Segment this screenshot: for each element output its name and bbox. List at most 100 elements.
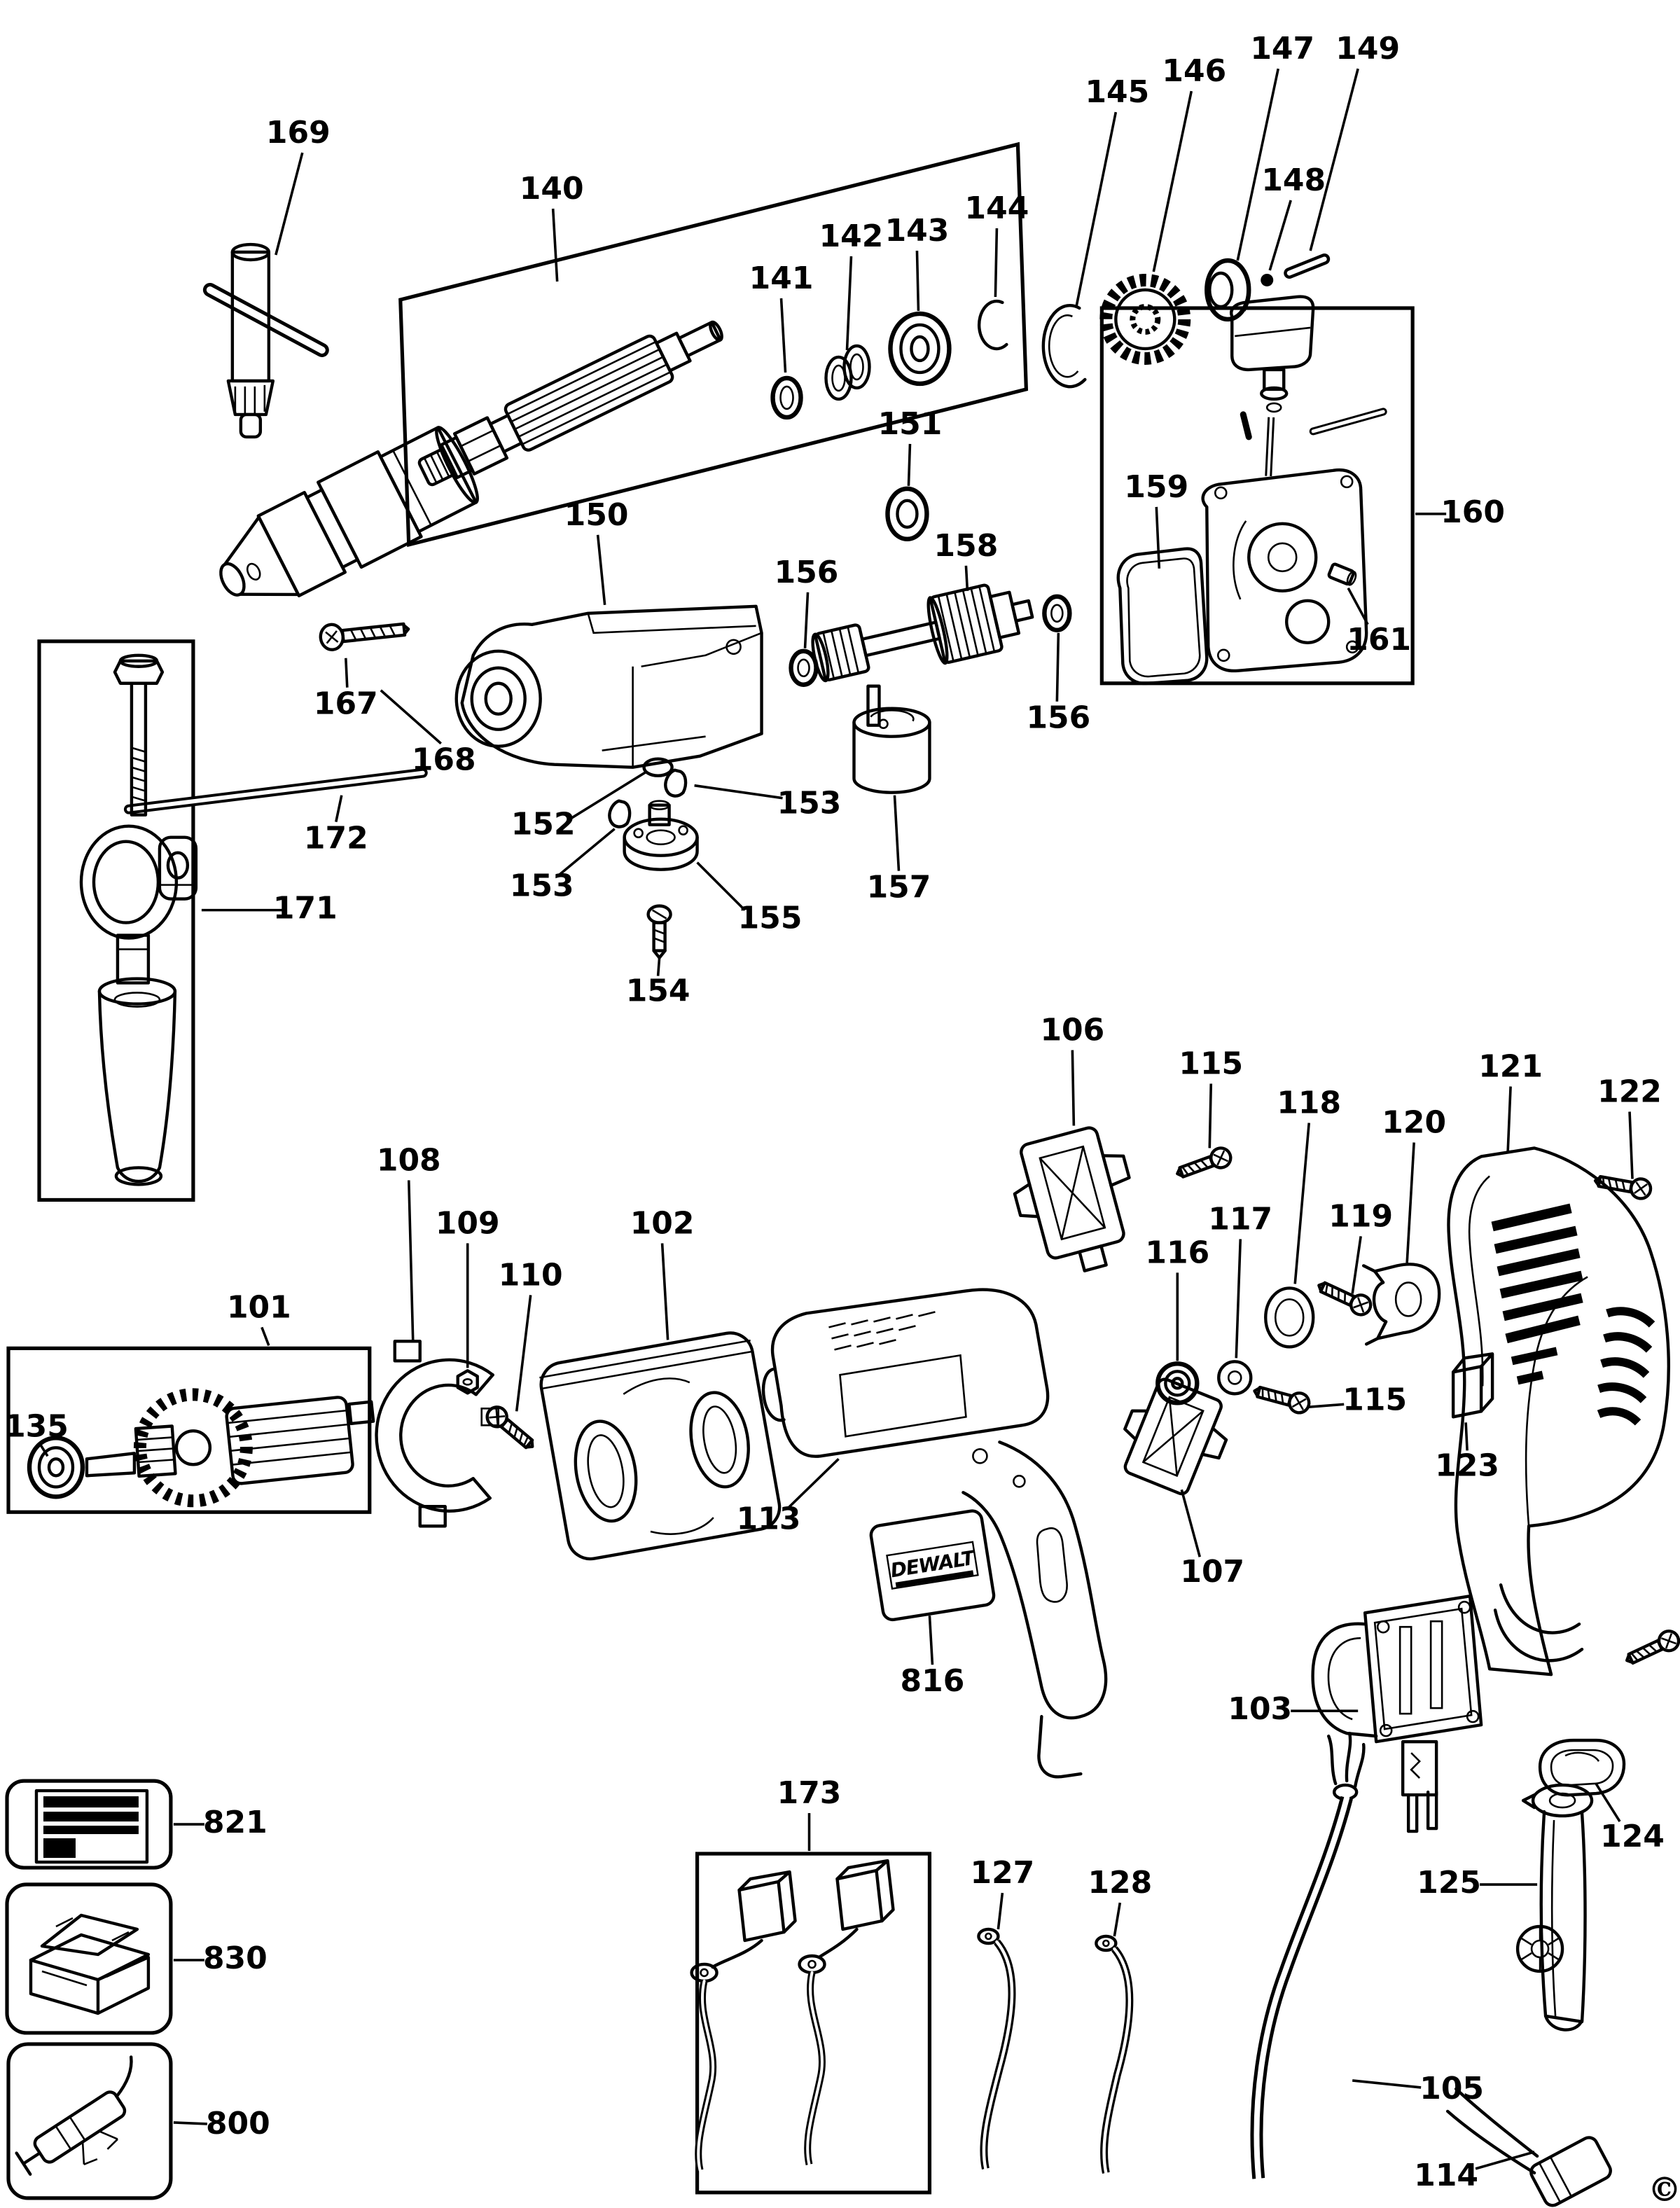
armature-bearing-135: [27, 1436, 85, 1499]
leader-107-34: [1180, 1489, 1202, 1557]
part-label-127-52: 127: [971, 1855, 1035, 1891]
handle-cover: [1447, 1146, 1670, 1676]
part-label-147-8: 147: [1250, 31, 1314, 67]
part-label-160-23: 160: [1441, 494, 1505, 530]
part-label-153-15: 153: [777, 786, 842, 821]
lock-pin: [1240, 411, 1275, 478]
cam-hub-155: [623, 800, 699, 871]
part-label-103-31: 103: [1228, 1691, 1292, 1727]
detent-pin-left-153: [608, 799, 632, 828]
leader-159-22: [1155, 506, 1161, 569]
brush-kit-brush-b: [798, 1859, 895, 2166]
leader-106-33: [1071, 1050, 1076, 1126]
part-label-156-19: 156: [1026, 700, 1090, 736]
spindle-assembly-box-140: [398, 141, 1029, 548]
leader-144-5: [994, 228, 999, 298]
part-label-123-49: 123: [1435, 1447, 1499, 1483]
leader-124-50: [1595, 1783, 1621, 1823]
leader-154-16: [656, 957, 661, 976]
part-label-171-27: 171: [273, 891, 338, 926]
leader-122-48: [1628, 1111, 1634, 1179]
detent-pin-right-153: [664, 768, 688, 798]
main-gear: [1099, 273, 1191, 365]
part-label-117-43: 117: [1208, 1201, 1272, 1237]
part-label-155-17: 155: [738, 901, 803, 936]
leader-102-30: [660, 1243, 669, 1340]
leader-143-4: [915, 250, 920, 312]
part-label-101-29: 101: [227, 1289, 291, 1325]
leader-127-52: [997, 1892, 1004, 1930]
part-label-142-3: 142: [819, 218, 884, 254]
depth-rod: [123, 768, 428, 814]
lock-spring-rod: [1309, 408, 1387, 436]
motor-housing: [761, 1288, 1108, 1779]
part-label-158-21: 158: [934, 528, 999, 564]
part-label-122-48: 122: [1597, 1074, 1662, 1110]
fan-baffle: [375, 1340, 500, 1528]
lead-wire-128: [1095, 1934, 1134, 2175]
part-label-110-37: 110: [499, 1257, 563, 1293]
leader-153-14: [556, 828, 616, 878]
leader-101-29: [261, 1326, 270, 1347]
part-label-151-12: 151: [878, 406, 943, 442]
leader-121-47: [1506, 1086, 1512, 1153]
part-label-128-53: 128: [1088, 1865, 1152, 1901]
leader-168-26: [380, 689, 442, 745]
chuck-key: [202, 242, 329, 439]
part-label-118-44: 118: [1277, 1085, 1341, 1120]
leader-153-15: [694, 784, 783, 800]
spindle-bearing: [885, 486, 929, 542]
leader-118-44: [1293, 1123, 1311, 1284]
leader-156-18: [803, 592, 810, 648]
part-label-800-57: 800: [206, 2106, 270, 2141]
cord-clamp-120: [1361, 1263, 1441, 1346]
steel-ball: [1261, 273, 1274, 286]
part-label-124-50: 124: [1600, 1819, 1665, 1854]
armature: [85, 1388, 375, 1508]
cord-protector: [1515, 1783, 1594, 2032]
part-label-114-39: 114: [1414, 2158, 1478, 2193]
part-label-148-9: 148: [1261, 162, 1326, 198]
leader-117-43: [1235, 1239, 1242, 1359]
counterweight-157: [852, 684, 931, 794]
armature-assembly-box-101: [6, 1346, 372, 1514]
leader-119-45: [1351, 1236, 1362, 1294]
screw-122: [1594, 1171, 1653, 1200]
part-label-145-6: 145: [1085, 74, 1149, 110]
part-label-150-11: 150: [564, 497, 629, 533]
plug-suppressor: [1445, 2087, 1612, 2207]
baffle-screw: [483, 1403, 539, 1454]
part-label-115-41: 115: [1342, 1382, 1407, 1417]
leader-156-19: [1055, 632, 1060, 702]
ball-bearing: [888, 311, 952, 387]
gearcase-gasket: [1116, 547, 1209, 686]
kit-box-830: [5, 1882, 173, 2035]
leader-147-8: [1236, 68, 1279, 261]
power-cord: [1250, 1731, 1366, 2181]
square-nut: [456, 1369, 479, 1395]
spindle-lock-knob: [1230, 295, 1315, 413]
roll-pin: [1284, 254, 1331, 279]
leader-167-25: [344, 658, 349, 688]
leader-142-3: [845, 256, 853, 351]
part-label-156-18: 156: [775, 555, 839, 590]
field: [539, 1331, 782, 1561]
part-label-152-13: 152: [511, 807, 576, 842]
side-handle-grip: [97, 977, 177, 1186]
leader-172-28: [335, 795, 343, 823]
part-label-149-10: 149: [1335, 31, 1400, 67]
leader-114-39: [1475, 2151, 1535, 2170]
leader-110-37: [515, 1295, 532, 1412]
part-label-135-54: 135: [4, 1408, 69, 1444]
carbon-brush-123: [1451, 1352, 1494, 1419]
part-label-115-40: 115: [1179, 1046, 1243, 1082]
part-label-106-33: 106: [1040, 1013, 1104, 1048]
part-label-144-5: 144: [965, 190, 1029, 226]
part-label-109-36: 109: [436, 1205, 500, 1241]
nameplate-art: [34, 1789, 149, 1864]
leader-135-54: [39, 1444, 49, 1457]
lubricant-box-800: [6, 2042, 173, 2200]
part-label-153-14: 153: [510, 868, 574, 904]
